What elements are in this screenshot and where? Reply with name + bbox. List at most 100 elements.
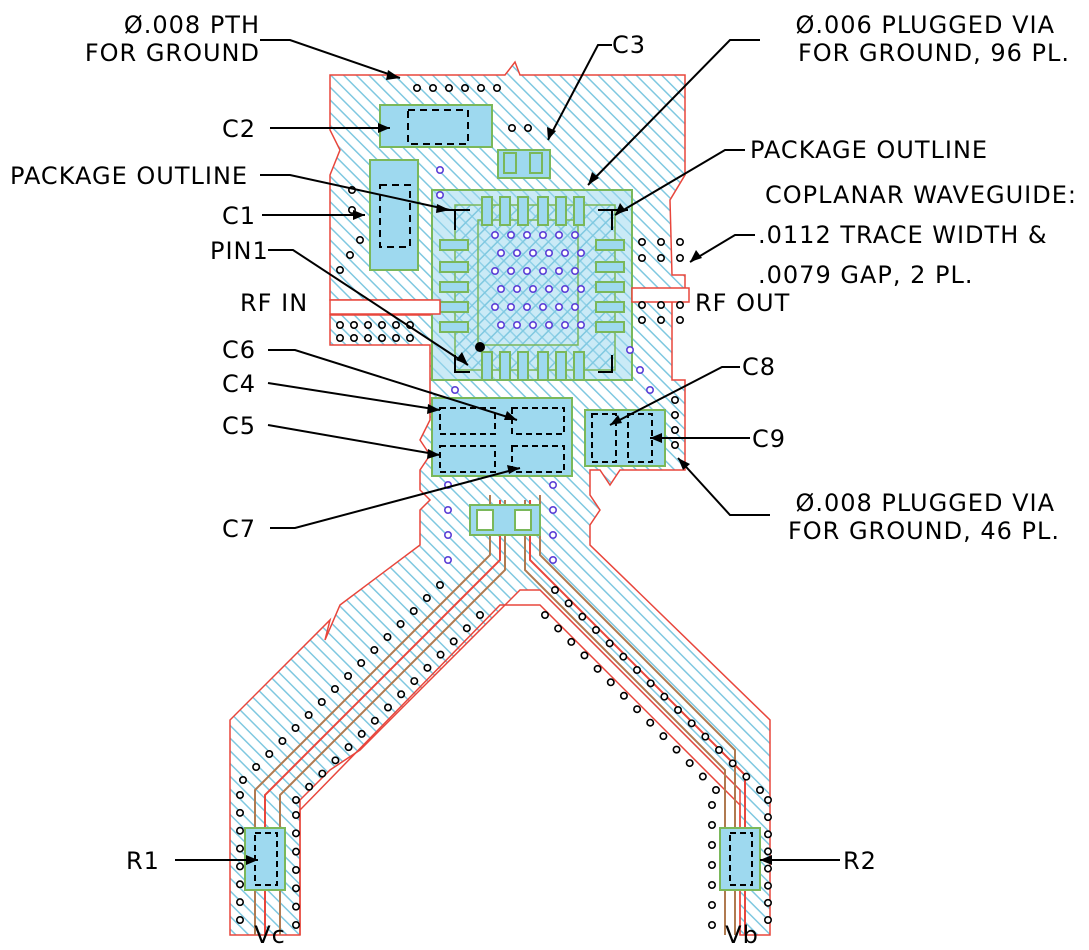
ground-via <box>707 820 716 829</box>
ground-via <box>318 769 327 778</box>
component-footprints <box>244 104 761 891</box>
ground-via <box>397 690 406 699</box>
ground-via <box>763 864 772 873</box>
note-plugged-via-46-line1: Ø.008 PLUGGED VIA <box>795 489 1055 517</box>
ground-via <box>593 664 602 673</box>
ground-via <box>291 884 300 893</box>
ground-via <box>660 692 669 701</box>
ground-via <box>675 238 684 247</box>
ground-via <box>637 315 646 324</box>
ground-via <box>564 599 573 608</box>
ground-via <box>239 775 248 784</box>
ground-via <box>344 671 353 680</box>
ground-via <box>619 652 628 661</box>
ground-via <box>672 745 681 754</box>
ground-via <box>377 320 386 329</box>
ground-via <box>317 697 326 706</box>
ground-via <box>707 880 716 889</box>
ground-via <box>675 315 684 324</box>
plugged-via <box>435 166 444 175</box>
ground-via <box>728 759 737 768</box>
plugged-via <box>625 345 634 354</box>
ground-vias <box>236 84 772 929</box>
plugged-via <box>512 284 521 293</box>
ground-via <box>633 705 642 714</box>
plugged-via <box>560 249 569 258</box>
ground-via <box>278 736 287 745</box>
plugged-via <box>490 302 499 311</box>
ground-via <box>605 639 614 648</box>
ground-via <box>291 795 300 804</box>
label-c2: C2 <box>222 115 257 143</box>
ground-via <box>763 881 772 890</box>
plugged-via <box>554 231 563 240</box>
ground-via <box>265 749 274 758</box>
ground-via <box>554 624 563 633</box>
ground-via <box>236 790 245 799</box>
plugged-via <box>450 385 459 394</box>
ground-via <box>357 729 366 738</box>
ground-via <box>377 333 386 342</box>
ground-via <box>763 795 772 804</box>
ground-via <box>236 844 245 853</box>
plugged-via <box>490 266 499 275</box>
label-c6: C6 <box>222 336 257 364</box>
ground-via <box>410 677 419 686</box>
label-c8: C8 <box>742 353 777 381</box>
ground-via <box>370 645 379 654</box>
ground-via <box>305 782 314 791</box>
ground-via <box>707 900 716 909</box>
label-c4: C4 <box>222 370 257 398</box>
plugged-via <box>490 231 499 240</box>
ground-via <box>763 847 772 856</box>
ground-via <box>685 759 694 768</box>
ground-via <box>357 658 366 667</box>
plugged-via <box>544 284 553 293</box>
pin-pads <box>439 196 625 381</box>
ground-via <box>363 333 372 342</box>
plugged-via <box>528 249 537 258</box>
plugged-via <box>496 320 505 329</box>
ground-via <box>507 124 516 133</box>
plugged-via <box>538 231 547 240</box>
ground-via <box>523 124 532 133</box>
plugged-via <box>548 530 557 539</box>
ground-via <box>550 585 559 594</box>
ground-via <box>492 84 501 93</box>
plugged-via <box>554 266 563 275</box>
plugged-via <box>522 302 531 311</box>
leader-lines <box>175 39 840 861</box>
ground-via <box>707 920 716 929</box>
ground-via <box>423 663 432 672</box>
ground-via <box>711 785 720 794</box>
plugged-via <box>570 231 579 240</box>
ground-via <box>383 632 392 641</box>
plugged-via <box>512 249 521 258</box>
ground-via <box>412 84 421 93</box>
plugged-via <box>443 530 452 539</box>
plugged-via <box>548 480 557 489</box>
ground-via <box>383 703 392 712</box>
ground-via <box>335 320 344 329</box>
note-pin1: PIN1 <box>210 237 269 265</box>
ground-via <box>422 593 431 602</box>
ground-via <box>291 920 300 929</box>
ground-via <box>656 315 665 324</box>
ground-via <box>405 333 414 342</box>
ground-via <box>755 785 764 794</box>
label-c1: C1 <box>222 202 257 230</box>
ground-via <box>656 238 665 247</box>
ground-via <box>363 320 372 329</box>
ground-via <box>707 860 716 869</box>
ground-via <box>619 691 628 700</box>
ground-via <box>540 610 549 619</box>
label-c9: C9 <box>752 425 787 453</box>
ground-via <box>646 718 655 727</box>
ground-via <box>444 84 453 93</box>
label-r2: R2 <box>843 847 877 875</box>
plugged-via <box>522 231 531 240</box>
plugged-via <box>635 365 644 374</box>
ground-via <box>687 719 696 728</box>
ground-via <box>349 333 358 342</box>
